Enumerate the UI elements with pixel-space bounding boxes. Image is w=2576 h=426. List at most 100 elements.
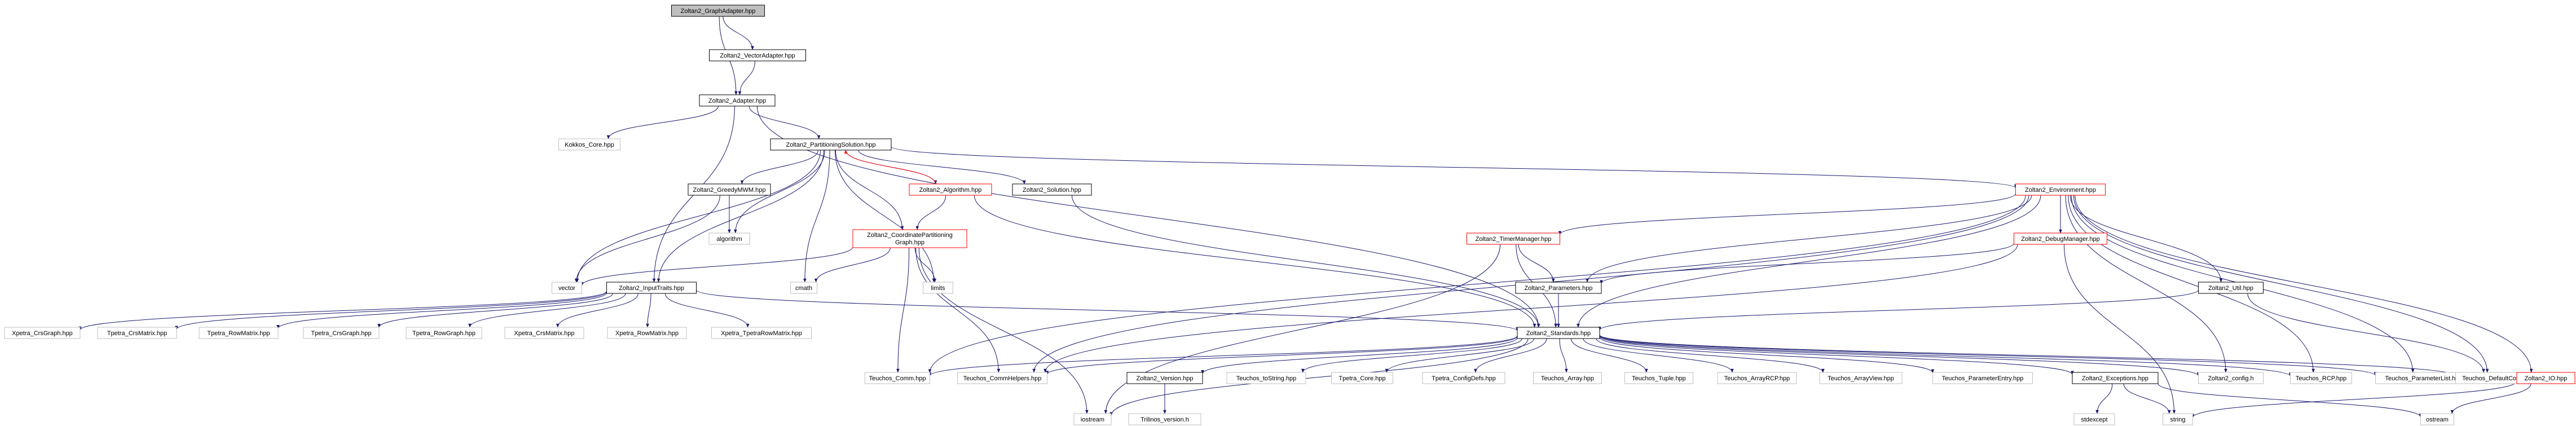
edge-standards-to-exceptions <box>1599 336 2074 375</box>
edge-debugmgr-to-teuchos_commhelpers <box>1043 244 2018 373</box>
node-standards[interactable]: Zoltan2_Standards.hpp <box>1517 327 1600 339</box>
edge-inputtraits-to-standards <box>696 289 1519 332</box>
node-timemgr[interactable]: Zoltan2_TimerManager.hpp <box>1467 232 1560 245</box>
dependency-edges <box>78 16 2533 418</box>
edge-psol-to-algorithm <box>734 150 825 234</box>
node-label-config: Zoltan2_config.h <box>2208 375 2253 382</box>
node-box-limits <box>923 282 953 294</box>
node-util[interactable]: Zoltan2_Util.hpp <box>2198 282 2264 294</box>
edge-env-to-teuchos_defaultcomm <box>2073 195 2489 373</box>
edge-util-to-standards <box>1598 289 2199 331</box>
node-label-string: string <box>2170 416 2186 423</box>
node-label-teuchos_paramentry: Teuchos_ParameterEntry.hpp <box>1942 375 2024 382</box>
node-teuchos_paramlist: Teuchos_ParameterList.hpp <box>2375 372 2472 384</box>
node-label-trilinos_version: Trilinos_version.h <box>1141 416 1189 423</box>
node-label-psol: Zoltan2_PartitioningSolution.hpp <box>786 142 875 148</box>
node-greedy[interactable]: Zoltan2_GreedyMWM.hpp <box>688 183 771 196</box>
node-label-debugmgr: Zoltan2_DebugManager.hpp <box>2021 236 2099 243</box>
node-box-params <box>1515 282 1602 294</box>
node-env[interactable]: Zoltan2_Environment.hpp <box>2015 183 2106 196</box>
edge-standards-to-teuchos_paramlist <box>1599 335 2377 376</box>
edge-standards-to-teuchos_rcp <box>1599 335 2292 377</box>
node-psol[interactable]: Zoltan2_PartitioningSolution.hpp <box>770 138 892 151</box>
node-teuchos_arrayrcp: Teuchos_ArrayRCP.hpp <box>1717 372 1797 384</box>
node-string: string <box>2163 413 2193 425</box>
node-box-string <box>2163 413 2193 425</box>
node-trilinos_version: Trilinos_version.h <box>1128 413 1201 425</box>
node-vadapter[interactable]: Zoltan2_VectorAdapter.hpp <box>709 49 806 62</box>
edge-psol-to-env <box>891 146 2017 188</box>
node-box-teuchos_arrayview <box>1819 372 1903 384</box>
node-exceptions[interactable]: Zoltan2_Exceptions.hpp <box>2072 372 2159 384</box>
node-vector: vector <box>552 282 582 294</box>
node-label-root: Zoltan2_GraphAdapter.hpp <box>681 8 756 15</box>
edge-cpg-to-iostream <box>918 247 1089 414</box>
node-teuchos_comm: Teuchos_Comm.hpp <box>865 372 930 384</box>
edge-cpg-to-teuchos_comm <box>896 247 910 373</box>
node-label-teuchos_array: Teuchos_Array.hpp <box>1541 375 1594 382</box>
edge-exceptions-to-ostream <box>2157 383 2423 418</box>
node-version[interactable]: Zoltan2_Version.hpp <box>1126 372 1203 384</box>
node-inputtraits[interactable]: Zoltan2_InputTraits.hpp <box>606 282 697 294</box>
node-teuchos_rcp: Teuchos_RCP.hpp <box>2290 372 2352 384</box>
edge-inputtraits-to-xpetra_rowmatrix <box>646 293 651 328</box>
node-box-xpetra_crsmatrix <box>504 327 584 339</box>
node-teuchos_array: Teuchos_Array.hpp <box>1533 372 1602 384</box>
edge-standards-to-config <box>1599 335 2200 376</box>
node-tpetra_rowmatrix: Tpetra_RowMatrix.hpp <box>199 327 279 339</box>
node-box-teuchos_tostring <box>1226 372 1306 384</box>
node-box-standards <box>1517 327 1600 339</box>
edge-cpg-to-cmath <box>814 247 891 283</box>
edge-psol-to-cmath <box>803 150 830 283</box>
node-box-cpg <box>852 229 967 248</box>
node-tpetra_core: Tpetra_Core.hpp <box>1331 372 1393 384</box>
node-io[interactable]: Zoltan2_IO.hpp <box>2516 372 2575 384</box>
edge-inputtraits-to-tpetra_crsmatrix <box>175 291 607 330</box>
edge-standards-to-teuchos_defaultcomm <box>1599 335 2458 376</box>
node-teuchos_commhelpers: Teuchos_CommHelpers.hpp <box>957 372 1047 384</box>
node-box-stdexcept <box>2073 413 2115 425</box>
node-box-solution <box>1012 183 1092 196</box>
node-box-tpetra_crsgraph <box>303 327 380 339</box>
node-box-root <box>671 5 765 17</box>
node-box-config <box>2198 372 2264 384</box>
node-params[interactable]: Zoltan2_Parameters.hpp <box>1515 282 1602 294</box>
edge-standards-to-version <box>1201 337 1518 374</box>
edge-env-to-params <box>1586 195 2032 283</box>
edge-inputtraits-to-xpetra_crsmatrix <box>556 293 639 328</box>
edge-inputtraits-to-tpetra_crsgraph <box>377 293 613 328</box>
node-box-xpetra_rowmatrix <box>607 327 687 339</box>
node-debugmgr[interactable]: Zoltan2_DebugManager.hpp <box>2014 232 2107 245</box>
node-label-tpetra_configdefs: Tpetra_ConfigDefs.hpp <box>1432 375 1496 382</box>
node-label-teuchos_rcp: Teuchos_RCP.hpp <box>2296 375 2346 382</box>
edge-psol-to-inputtraits <box>657 150 824 283</box>
edge-standards-to-teuchos_commhelpers <box>1045 336 1518 375</box>
node-algo[interactable]: Zoltan2_Algorithm.hpp <box>909 183 992 196</box>
edge-standards-to-teuchos_paramentry <box>1599 337 1935 374</box>
node-label-standards: Zoltan2_Standards.hpp <box>1526 330 1591 337</box>
node-box-xpetra_crsgraph <box>4 327 81 339</box>
node-box-io <box>2516 372 2575 384</box>
edge-io-to-string <box>2191 381 2517 418</box>
node-kokkos: Kokkos_Core.hpp <box>558 138 620 151</box>
node-label-teuchos_tuple: Teuchos_Tuple.hpp <box>1632 375 1686 382</box>
node-box-vadapter <box>709 49 806 62</box>
node-box-teuchos_tuple <box>1624 372 1693 384</box>
node-teuchos_paramentry: Teuchos_ParameterEntry.hpp <box>1932 372 2033 384</box>
edge-algo-to-standards <box>974 195 1536 328</box>
edge-greedy-to-vector <box>574 195 720 283</box>
node-label-teuchos_paramlist: Teuchos_ParameterList.hpp <box>2385 375 2463 382</box>
node-iostream: iostream <box>1073 413 1112 425</box>
node-adapter[interactable]: Zoltan2_Adapter.hpp <box>699 94 776 107</box>
node-root[interactable]: Zoltan2_GraphAdapter.hpp <box>671 5 765 17</box>
node-box-debugmgr <box>2014 232 2107 245</box>
node-label-params: Zoltan2_Parameters.hpp <box>1524 285 1592 292</box>
edge-env-to-config <box>2065 195 2227 373</box>
node-label-xpetra_rowmatrix: Xpetra_RowMatrix.hpp <box>615 330 679 337</box>
node-solution[interactable]: Zoltan2_Solution.hpp <box>1012 183 1092 196</box>
node-box-tpetra_core <box>1331 372 1393 384</box>
node-label-iostream: iostream <box>1081 416 1104 423</box>
edge-inputtraits-to-xpetra_crsgraph <box>78 291 607 331</box>
